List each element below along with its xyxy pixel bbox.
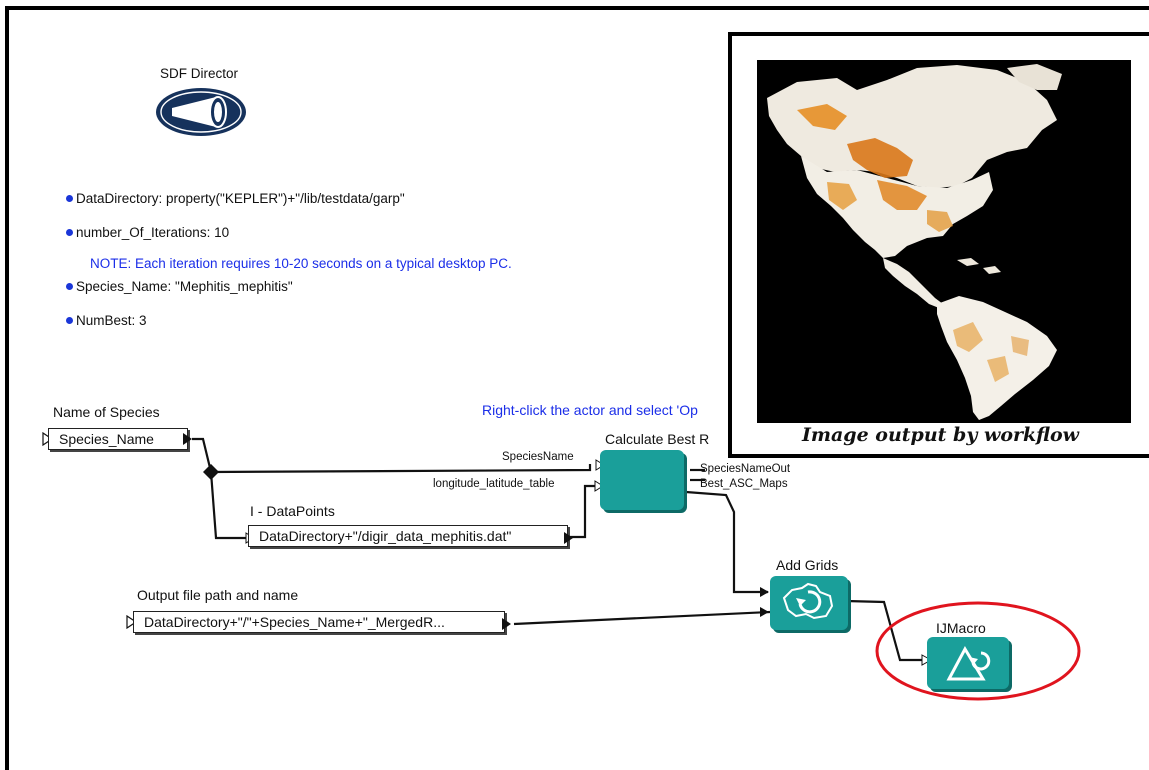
addgrids-actor-title: Add Grids	[776, 557, 839, 573]
parameter-datadirectory[interactable]: DataDirectory: property("KEPLER")+"/lib/…	[66, 191, 405, 206]
parameter-bullet-icon	[66, 195, 73, 202]
species-node-title: Name of Species	[53, 404, 160, 420]
ijmacro-actor-title: IJMacro	[936, 620, 986, 636]
output-port-icon	[502, 618, 511, 630]
overlay-caption: Image output by workflow	[801, 424, 1080, 446]
output-port-icon	[564, 532, 573, 544]
ijmacro-actor[interactable]	[927, 637, 1009, 689]
calculate-actor-title: Calculate Best R	[605, 431, 710, 447]
parameter-species-name[interactable]: Species_Name: "Mephitis_mephitis"	[66, 279, 293, 294]
workflow-wires	[192, 437, 1081, 701]
parameter-bullet-icon	[66, 283, 73, 290]
output-node-title: Output file path and name	[137, 587, 299, 603]
director-cone-icon[interactable]	[154, 86, 248, 138]
canvas-frame	[5, 6, 1149, 770]
add-grids-actor[interactable]	[770, 576, 848, 630]
input-port-icon	[42, 432, 54, 446]
species-name-input[interactable]: Species_Name	[48, 428, 188, 450]
datapoints-node-title: I - DataPoints	[250, 503, 335, 519]
director-label: SDF Director	[160, 66, 239, 81]
output-path-input[interactable]: DataDirectory+"/"+Species_Name+"_MergedR…	[133, 611, 505, 633]
calculate-best-actor[interactable]	[600, 450, 684, 510]
americas-species-distribution-image	[757, 60, 1131, 423]
input-port-icon	[126, 615, 138, 629]
port-label-speciesname: SpeciesName	[502, 451, 574, 463]
parameter-bullet-icon	[66, 229, 73, 236]
datapoints-input[interactable]: DataDirectory+"/digir_data_mephitis.dat"	[248, 525, 568, 547]
port-label-longitude-latitude: longitude_latitude_table	[433, 478, 555, 490]
right-click-hint: Right-click the actor and select 'Op	[482, 402, 698, 418]
add-grids-icon	[782, 582, 834, 620]
workflow-output-panel: Image output by workflow	[728, 32, 1149, 458]
iteration-note: NOTE: Each iteration requires 10-20 seco…	[90, 256, 512, 271]
parameter-iterations[interactable]: number_Of_Iterations: 10	[66, 225, 229, 240]
parameter-bullet-icon	[66, 317, 73, 324]
port-label-best-asc-maps: Best_ASC_Maps	[700, 478, 788, 490]
ijmacro-icon	[946, 645, 991, 681]
port-label-speciesnameout: SpeciesNameOut	[700, 463, 791, 475]
output-port-icon	[183, 433, 192, 445]
parameter-numbest[interactable]: NumBest: 3	[66, 313, 147, 328]
